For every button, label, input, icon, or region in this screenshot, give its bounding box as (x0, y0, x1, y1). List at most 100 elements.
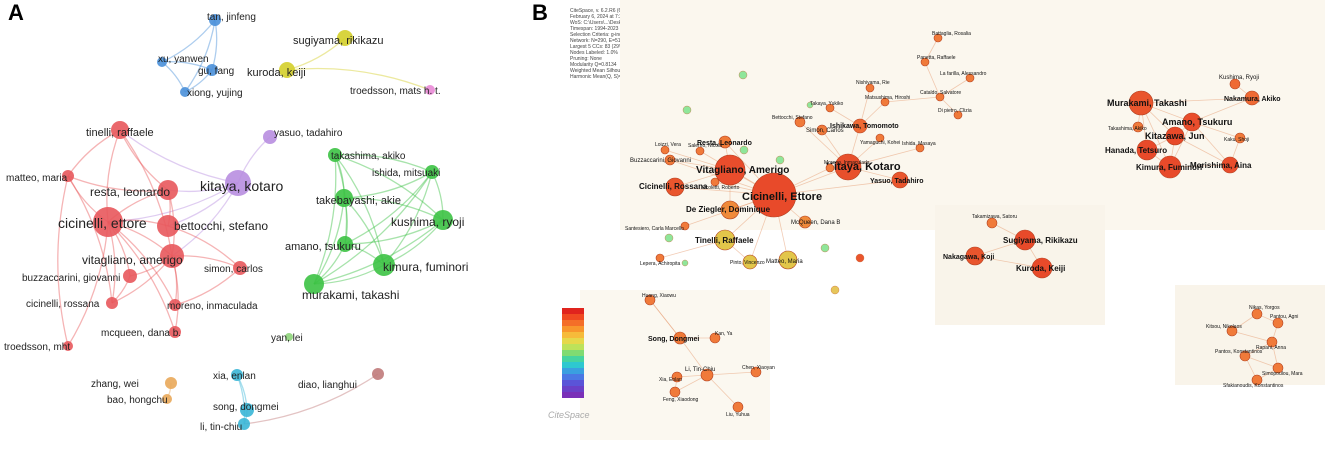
node-ishida[interactable] (915, 143, 925, 153)
node-troedsson_m[interactable] (425, 85, 435, 95)
node-nikas[interactable] (1251, 308, 1263, 320)
node-pantos[interactable] (1239, 350, 1251, 362)
node-ishida[interactable] (425, 165, 439, 179)
node-de_ziegler[interactable] (720, 200, 740, 220)
node-li[interactable] (700, 368, 714, 382)
node-morishima[interactable] (1221, 156, 1239, 174)
node-tinelli[interactable] (714, 229, 736, 251)
node-cicinelli_e[interactable] (751, 172, 797, 218)
node-troedsson[interactable] (63, 341, 73, 351)
node-moreno[interactable] (825, 163, 835, 173)
node-yan[interactable] (285, 333, 293, 341)
node-kushima[interactable] (1229, 78, 1241, 90)
node-murakami[interactable] (1128, 90, 1154, 116)
node-hanada[interactable] (1136, 139, 1158, 161)
node-bettocchi[interactable] (794, 116, 806, 128)
node-kitazawa[interactable] (1165, 126, 1185, 146)
node-kuroda[interactable] (1031, 257, 1053, 279)
node-vitagliano[interactable] (160, 244, 184, 268)
node-amano[interactable] (337, 236, 353, 252)
node-buzzaccarini[interactable] (123, 269, 137, 283)
node-kitaya[interactable] (225, 170, 251, 196)
node-simon[interactable] (816, 124, 828, 136)
node-gu[interactable] (206, 64, 218, 76)
node-resta[interactable] (718, 135, 732, 149)
node-simon[interactable] (233, 261, 247, 275)
node-kuroda[interactable] (279, 62, 295, 78)
node-huang[interactable] (644, 294, 656, 306)
node-label-di_pietro: Di pietro, Clizia (938, 108, 972, 114)
edge (1191, 97, 1253, 123)
node-cicinelli_r[interactable] (665, 177, 685, 197)
node-nakagawa[interactable] (965, 246, 985, 266)
node-sugiyama[interactable] (1014, 229, 1036, 251)
node-lepera[interactable] (655, 253, 665, 263)
node-yasuo[interactable] (891, 171, 909, 189)
node-tan[interactable] (209, 14, 221, 26)
node-matteo[interactable] (62, 170, 74, 182)
node-cataldo[interactable] (935, 92, 945, 102)
node-song[interactable] (240, 403, 254, 417)
edge (884, 96, 941, 103)
node-la_farilla[interactable] (965, 73, 975, 83)
node-nakagawa2[interactable] (880, 97, 890, 107)
node-salerno[interactable] (695, 146, 705, 156)
node-feng[interactable] (669, 386, 681, 398)
node-kaku[interactable] (1234, 132, 1246, 144)
node-takaya[interactable] (825, 103, 835, 113)
node-mcqueen[interactable] (169, 326, 181, 338)
node-bettocchi[interactable] (157, 215, 179, 237)
node-label-loizzi: Loizzi, Vera (655, 142, 681, 148)
node-kimura[interactable] (373, 254, 395, 276)
node-moreno[interactable] (169, 299, 181, 311)
node-kitaya[interactable] (834, 153, 862, 181)
node-tinelli[interactable] (111, 121, 129, 139)
node-loizzi[interactable] (660, 145, 670, 155)
node-buzzaccarini[interactable] (664, 154, 676, 166)
node-ishikawa[interactable] (852, 118, 868, 134)
node-yasuo[interactable] (263, 130, 277, 144)
node-takashima[interactable] (1132, 121, 1144, 133)
node-xiong[interactable] (180, 87, 190, 97)
node-mcqueen[interactable] (798, 215, 812, 229)
node-nakamura[interactable] (1244, 90, 1260, 106)
node-resta[interactable] (158, 180, 178, 200)
edge (57, 175, 69, 347)
node-battaglia[interactable] (933, 33, 943, 43)
node-yamaguchi[interactable] (875, 133, 885, 143)
node-cicinelli_r[interactable] (106, 297, 118, 309)
node-kan[interactable] (709, 332, 721, 344)
node-xia[interactable] (671, 371, 683, 383)
node-amano[interactable] (1182, 112, 1202, 132)
node-li[interactable] (238, 418, 250, 430)
node-sugiyama[interactable] (337, 30, 353, 46)
node-vitagliano[interactable] (714, 154, 746, 186)
node-chen[interactable] (750, 366, 762, 378)
node-zhang[interactable] (165, 377, 177, 389)
node-simopoulou[interactable] (1272, 362, 1284, 374)
node-nishiyama[interactable] (865, 83, 875, 93)
node-kushima[interactable] (433, 210, 453, 230)
node-takebayashi[interactable] (335, 189, 353, 207)
node-liu[interactable] (732, 401, 744, 413)
node-kitsou[interactable] (1226, 325, 1238, 337)
node-nicoletti[interactable] (710, 177, 720, 187)
node-kimura[interactable] (1158, 155, 1182, 179)
node-bao[interactable] (162, 394, 172, 404)
node-pantou[interactable] (1272, 317, 1284, 329)
node-song[interactable] (673, 331, 687, 345)
node-takamizawa[interactable] (986, 217, 998, 229)
node-rapani[interactable] (1266, 336, 1278, 348)
node-cicinelli_e[interactable] (93, 207, 123, 237)
node-xia[interactable] (231, 369, 243, 381)
node-takashima[interactable] (328, 148, 342, 162)
node-santesiero[interactable] (680, 221, 690, 231)
node-murakami[interactable] (304, 274, 324, 294)
node-di_pietro[interactable] (953, 110, 963, 120)
node-xu[interactable] (157, 57, 167, 67)
node-panetta[interactable] (920, 57, 930, 67)
node-pinto[interactable] (742, 254, 758, 270)
node-matteo[interactable] (778, 250, 798, 270)
node-sfakianoudis[interactable] (1251, 374, 1263, 386)
node-diao[interactable] (372, 368, 384, 380)
